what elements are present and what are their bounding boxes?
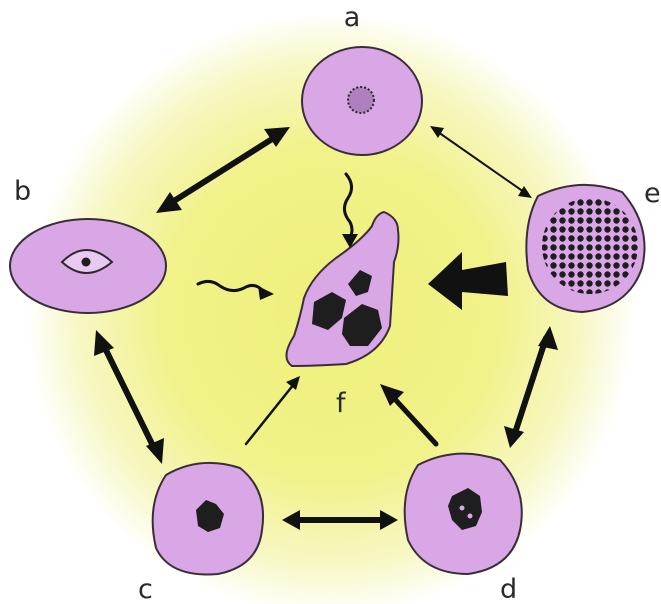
arrow-c-f: [246, 376, 300, 444]
label-f: f: [336, 388, 347, 419]
arrow-b-c: [94, 330, 164, 464]
arrow-a-b: [156, 127, 290, 213]
cell-e-granules: [542, 198, 638, 294]
cell-d: [405, 454, 522, 574]
label-a: a: [344, 2, 361, 33]
label-d: d: [500, 574, 517, 604]
cell-e: [526, 185, 644, 312]
label-b: b: [14, 176, 31, 207]
cell-b: [10, 219, 166, 313]
cell-c: [153, 463, 263, 575]
arrow-d-e: [504, 326, 558, 448]
arrow-c-d: [282, 510, 398, 530]
arrow-a-f: [342, 174, 358, 248]
label-c: c: [138, 574, 153, 604]
cell-a-nucleus: [348, 87, 374, 113]
label-e: e: [644, 178, 661, 209]
cell-f: [286, 212, 398, 366]
arrow-a-e: [430, 126, 532, 198]
cell-a: [302, 47, 422, 155]
arrow-b-f: [198, 281, 274, 300]
arrow-e-f: [428, 252, 508, 310]
arrow-d-f: [380, 384, 436, 444]
